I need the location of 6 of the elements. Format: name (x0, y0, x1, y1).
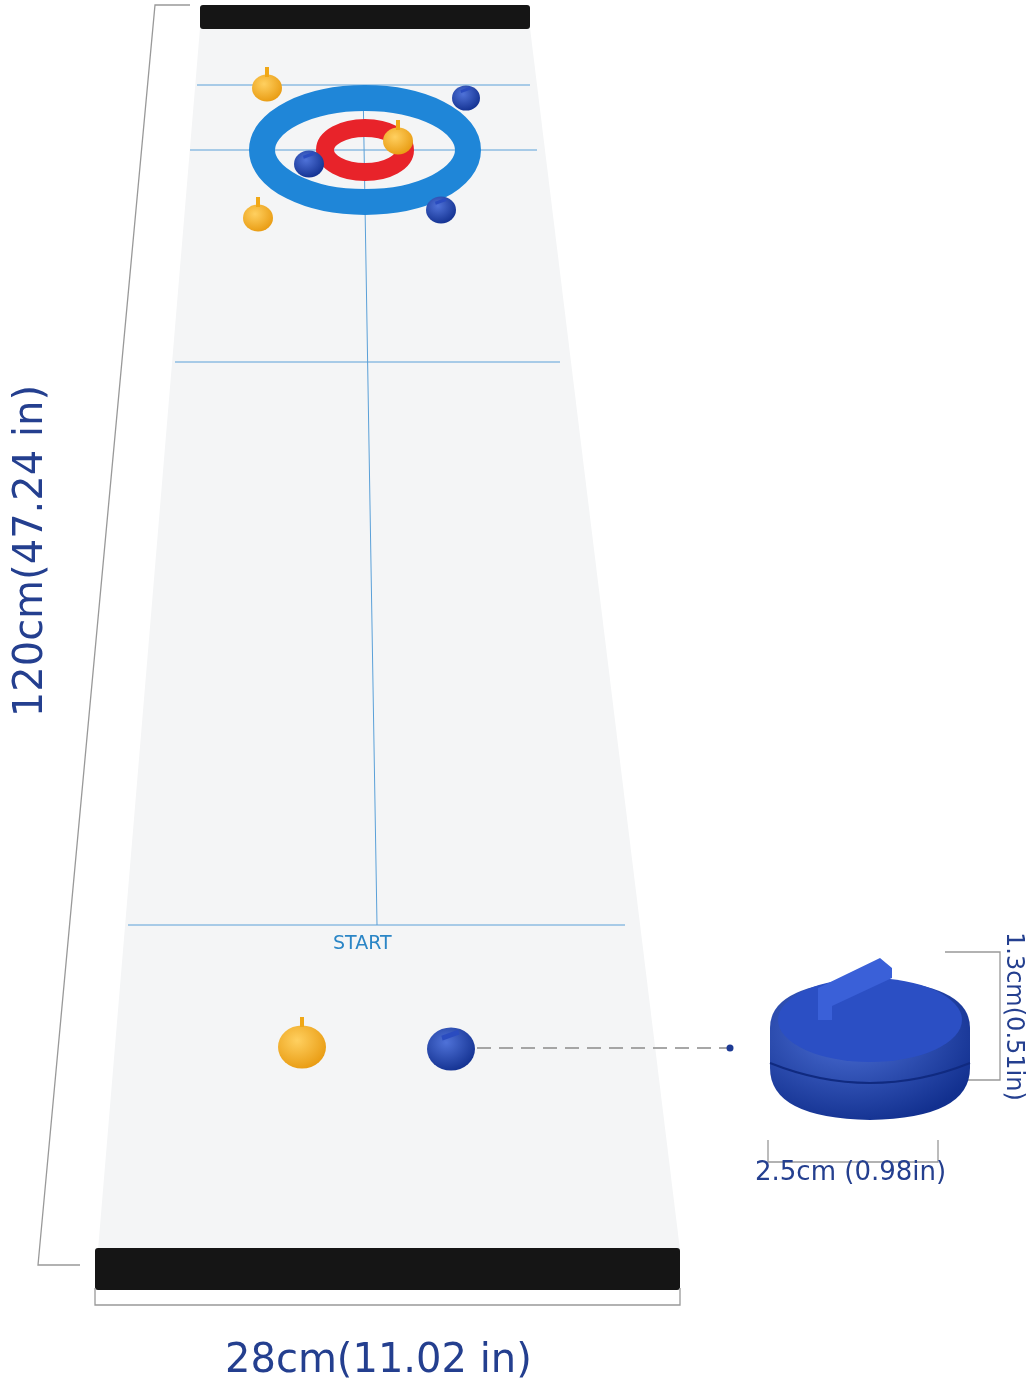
start-label: START (333, 933, 392, 952)
dimension-label: 120cm(47.24 in) (8, 385, 48, 718)
dimension-label: 28cm(11.02 in) (225, 1338, 532, 1378)
dimension-label: 1.3cm(0.51in) (1003, 932, 1027, 1101)
dimension-label: 2.5cm (0.98in) (755, 1158, 947, 1184)
leader-line (476, 1044, 734, 1052)
